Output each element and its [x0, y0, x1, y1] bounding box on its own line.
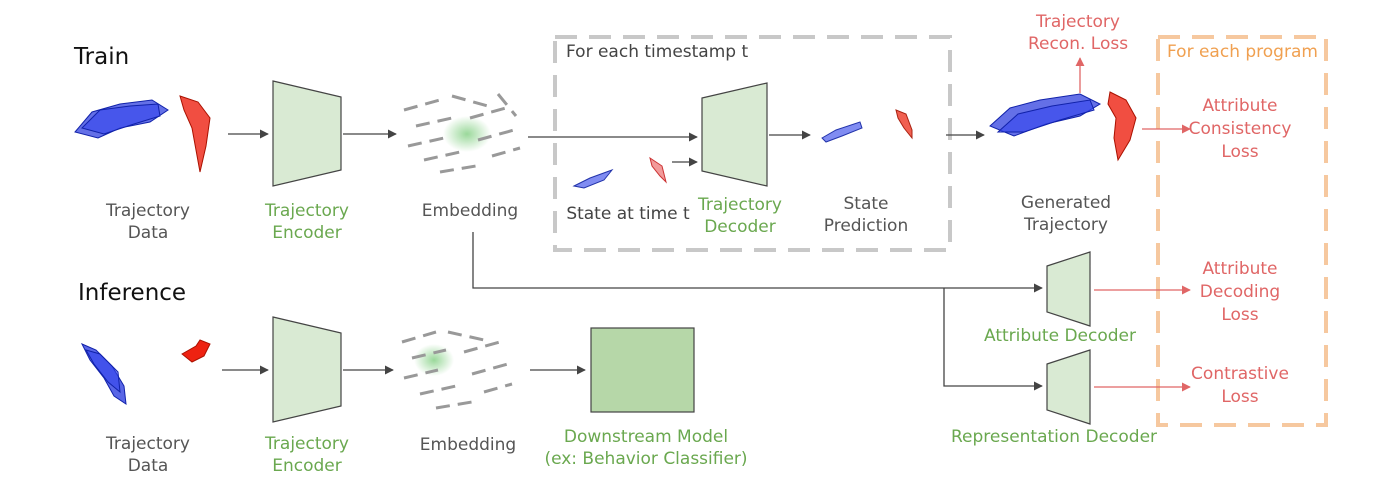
downstream-model-label-l1: Downstream Model	[564, 427, 728, 447]
trajectory-encoder-label-l1: Trajectory	[264, 201, 349, 221]
inference-title: Inference	[78, 280, 186, 306]
inference-trajectory-data-label-l2: Data	[128, 456, 169, 476]
downstream-model-label-l2: (ex: Behavior Classifier)	[544, 449, 747, 469]
generated-trajectory-label-l1: Generated	[1021, 193, 1111, 213]
trajectory-decoder-label-l2: Decoder	[704, 217, 776, 237]
attribute-decoder-label: Attribute Decoder	[984, 326, 1136, 346]
embedding-image	[403, 93, 521, 174]
inference-trajectory-encoder-label-l1: Trajectory	[264, 434, 349, 454]
inference-trajectory-data-image	[80, 339, 211, 406]
generated-trajectory-label-l2: Trajectory	[1023, 215, 1108, 235]
consistency-loss-label-l3: Loss	[1221, 142, 1258, 162]
inference-embedding-image	[401, 330, 513, 410]
recon-loss-label-l2: Recon. Loss	[1028, 34, 1128, 54]
state-at-time-label: State at time t	[566, 204, 690, 224]
trajectory-encoder-label-l2: Encoder	[272, 223, 342, 243]
inference-embedding-label: Embedding	[420, 435, 516, 455]
arrow-embedding-to-representation-decoder	[943, 288, 1043, 391]
contrastive-loss-label-l2: Loss	[1221, 387, 1258, 407]
train-title: Train	[73, 44, 129, 70]
trajectory-decoder-block	[701, 82, 768, 187]
representation-decoder-label: Representation Decoder	[951, 427, 1157, 447]
inference-trajectory-data-label-l1: Trajectory	[105, 434, 190, 454]
trajectory-data-image	[74, 95, 211, 173]
consistency-loss-label-l2: Consistency	[1189, 119, 1292, 139]
embedding-label: Embedding	[422, 201, 518, 221]
decoding-loss-label-l2: Decoding	[1200, 282, 1280, 302]
state-prediction-label-l2: Prediction	[824, 216, 908, 236]
contrastive-loss-label-l1: Contrastive	[1191, 364, 1289, 384]
state-at-time-image	[572, 156, 667, 189]
consistency-loss-label-l1: Attribute	[1202, 96, 1277, 116]
trajectory-decoder-label-l1: Trajectory	[697, 195, 782, 215]
generated-trajectory-image	[989, 91, 1137, 162]
state-prediction-image	[821, 109, 913, 143]
attribute-decoder-block	[1046, 251, 1091, 327]
inference-trajectory-encoder-block	[272, 316, 342, 423]
trajectory-data-label-l1: Trajectory	[105, 201, 190, 221]
representation-decoder-block	[1046, 349, 1091, 425]
trajectory-data-label-l2: Data	[128, 223, 169, 243]
trajectory-encoder-block	[272, 80, 342, 187]
downstream-model-block	[590, 327, 695, 413]
timestamp-loop-box	[553, 35, 952, 252]
program-loop-label: For each program	[1167, 42, 1318, 62]
timestamp-loop-label: For each timestamp t	[566, 42, 748, 62]
program-loop-box	[1156, 35, 1328, 427]
recon-loss-label-l1: Trajectory	[1035, 12, 1120, 32]
state-prediction-label-l1: State	[844, 194, 889, 214]
inference-trajectory-encoder-label-l2: Encoder	[272, 456, 342, 476]
decoding-loss-label-l1: Attribute	[1202, 259, 1277, 279]
decoding-loss-label-l3: Loss	[1221, 305, 1258, 325]
arrow-embedding-to-attribute-decoder	[472, 232, 1043, 293]
